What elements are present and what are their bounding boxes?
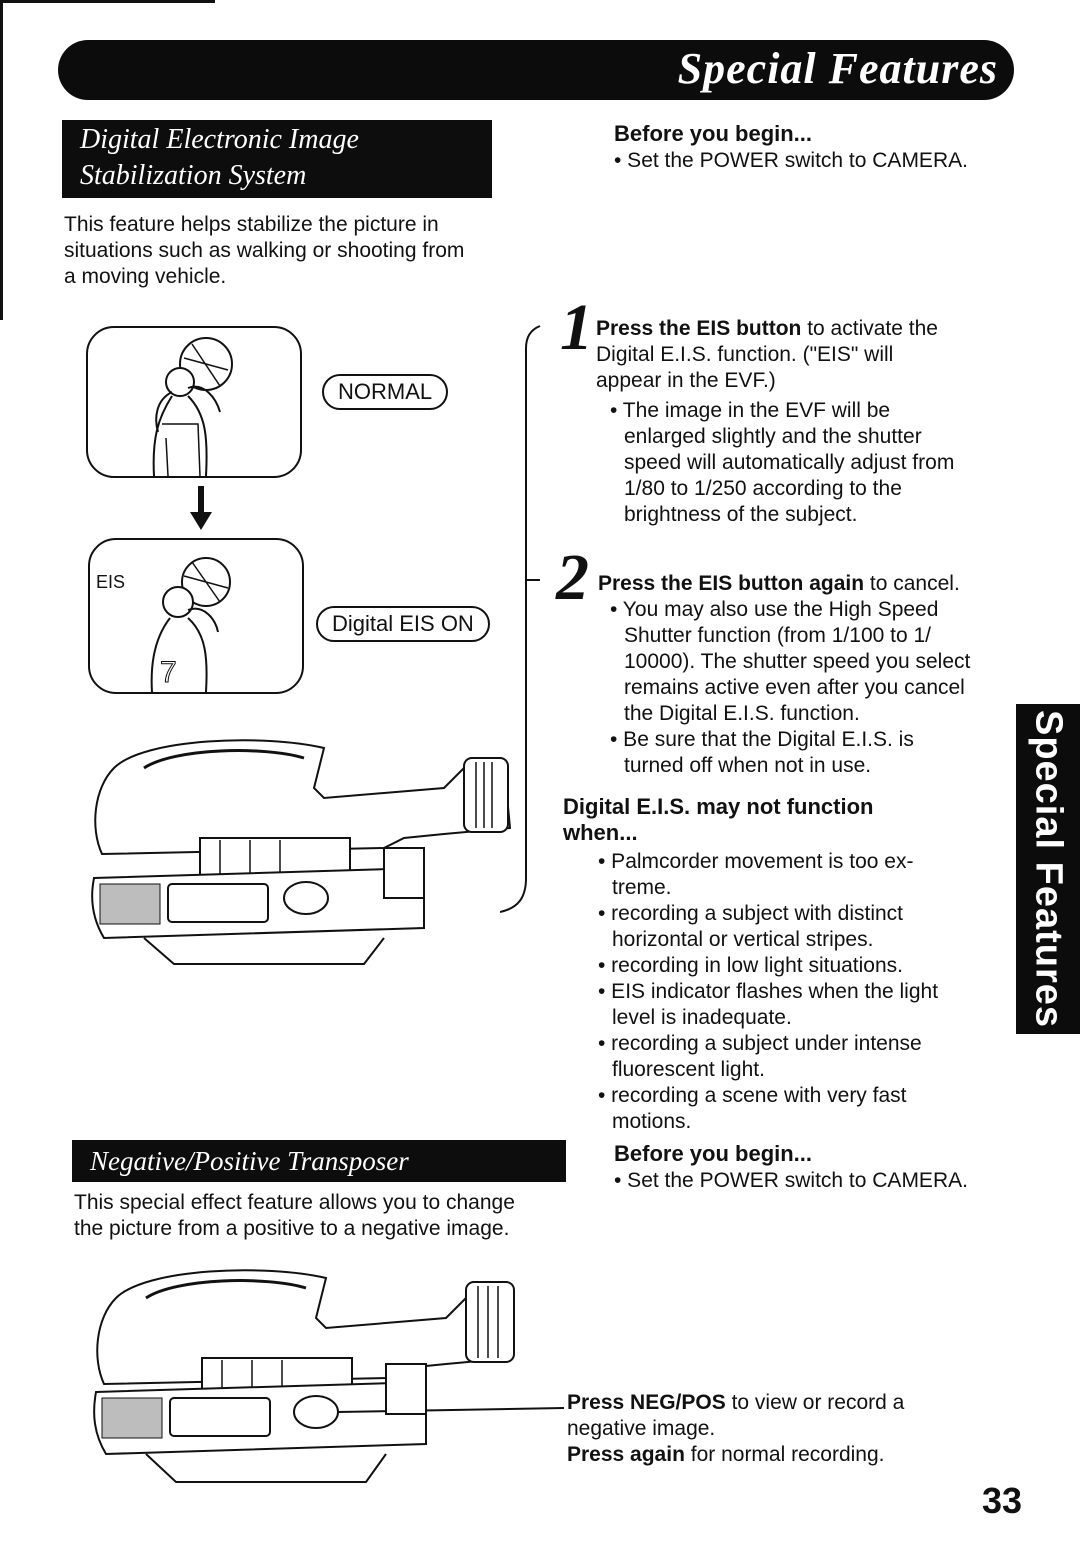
list-item-line: • recording a scene with very fast — [598, 1084, 907, 1107]
step-1-bullet-line: • The image in the EVF will be — [610, 399, 891, 422]
step-2-text: Press the EIS button again to cancel. — [598, 571, 1018, 597]
step-2-number: 2 — [556, 541, 589, 614]
step-2-bullets: • You may also use the High Speed Shutte… — [610, 597, 1010, 779]
eis-intro-line: a moving vehicle. — [64, 265, 227, 288]
not-function-heading: Digital E.I.S. may not function when... — [563, 794, 983, 846]
list-item-line: motions. — [612, 1110, 692, 1133]
eis-intro-line: This feature helps stabilize the picture… — [64, 213, 439, 236]
list-item-line: treme. — [612, 876, 672, 899]
list-item: • EIS indicator flashes when the light l… — [598, 979, 998, 1031]
svg-text:7: 7 — [160, 656, 177, 689]
step-1-line: appear in the EVF.) — [596, 369, 776, 392]
camcorder-negpos-button-illustration — [93, 1269, 565, 1483]
top-left-rule — [0, 0, 215, 3]
step-2-bold: Press the EIS button again — [598, 572, 865, 595]
list-item-line: • Palmcorder movement is too ex- — [598, 850, 914, 873]
list-item-line: • recording a subject with distinct — [598, 902, 903, 925]
neg-intro-line: This special effect feature allows you t… — [74, 1191, 515, 1214]
eis-section-title-line2: Stabilization System — [80, 160, 307, 191]
side-section-tab: Special Features — [1016, 704, 1080, 1034]
before-you-begin-heading: Before you begin... — [614, 121, 813, 146]
neg-pos-instructions: Press NEG/POS to view or record a negati… — [567, 1390, 987, 1468]
step-2-bullet-line: • Be sure that the Digital E.I.S. is — [610, 728, 914, 751]
camcorder-eis-button-illustration — [91, 739, 512, 965]
eis-section-title-line1: Digital Electronic Image — [80, 124, 359, 155]
eis-viewfinder-frame: 7 — [88, 538, 304, 694]
step-1-bullet-line: brightness of the subject. — [624, 503, 858, 526]
eis-intro-text: This feature helps stabilize the picture… — [64, 212, 534, 290]
step-2-bullet-line: turned off when not in use. — [624, 754, 872, 777]
header-bar — [58, 40, 1014, 100]
side-tab-label: Special Features — [1027, 709, 1070, 1029]
before-you-begin-item-2: • Set the POWER switch to CAMERA. — [614, 1169, 968, 1192]
left-edge-rule — [0, 0, 3, 320]
list-item-line: horizontal or vertical stripes. — [612, 928, 874, 951]
list-item-line: • recording in low light situations. — [598, 954, 904, 977]
page-number: 33 — [982, 1480, 1023, 1521]
page-title: Special Features — [677, 44, 998, 93]
neg-pos-line: negative image. — [567, 1417, 716, 1440]
step-1-bullet-line: 1/80 to 1/250 according to the — [624, 477, 902, 500]
step-2-bullet-line: 10000). The shutter speed you select — [624, 650, 971, 673]
step-1-bullet-line: enlarged slightly and the shutter — [624, 425, 922, 448]
step-2-bullet-line: remains active even after you cancel — [624, 676, 965, 699]
list-item-line: fluorescent light. — [612, 1058, 765, 1081]
list-item: • recording a scene with very fast motio… — [598, 1083, 998, 1135]
player-figure-icon — [152, 337, 233, 477]
neg-intro-text: This special effect feature allows you t… — [74, 1190, 594, 1242]
press-again-bold: Press again — [567, 1443, 685, 1466]
step-2-bullet-line: the Digital E.I.S. function. — [624, 702, 860, 725]
step-2-bullet-line: • You may also use the High Speed — [610, 598, 939, 621]
list-item: • recording a subject with distinct hori… — [598, 901, 998, 953]
list-item: • recording a subject under intense fluo… — [598, 1031, 998, 1083]
eis-section-title-box: Digital Electronic Image Stabilization S… — [62, 120, 492, 198]
step-1-bullet: • The image in the EVF will be enlarged … — [610, 398, 1000, 528]
list-item-line: • recording a subject under intense — [598, 1032, 922, 1055]
neg-pos-rest: to view or record a — [725, 1391, 905, 1414]
list-item-line: level is inadequate. — [612, 1006, 792, 1029]
list-item-line: • EIS indicator flashes when the light — [598, 980, 939, 1003]
not-function-heading-line: Digital E.I.S. may not function — [563, 794, 874, 819]
normal-mode-label: NORMAL — [322, 374, 449, 410]
step-1-number: 1 — [560, 291, 593, 364]
step-2-bullet-line: Shutter function (from 1/100 to 1/ — [624, 624, 932, 647]
list-item: • recording in low light situations. — [598, 953, 998, 979]
step-1-text: Press the EIS button to activate the Dig… — [596, 316, 996, 394]
step-bracket-line — [500, 325, 541, 913]
normal-viewfinder-frame — [86, 326, 302, 478]
press-again-rest: for normal recording. — [684, 1443, 885, 1466]
neg-section-title: Negative/Positive Transposer — [90, 1146, 409, 1176]
digital-eis-on-label: Digital EIS ON — [316, 606, 490, 642]
neg-pos-bold: Press NEG/POS — [567, 1391, 726, 1414]
arrow-down-icon — [190, 486, 212, 530]
before-you-begin-heading-2: Before you begin... — [614, 1141, 813, 1166]
not-function-heading-line: when... — [563, 820, 638, 845]
neg-section-title-box: Negative/Positive Transposer — [72, 1140, 566, 1182]
list-item: • Palmcorder movement is too ex- treme. — [598, 849, 998, 901]
step-1-bold: Press the EIS button — [596, 317, 802, 340]
eis-intro-line: situations such as walking or shooting f… — [64, 239, 465, 262]
neg-intro-line: the picture from a positive to a negativ… — [74, 1217, 510, 1240]
step-1-bullet-line: speed will automatically adjust from — [624, 451, 955, 474]
eis-indicator-label: EIS — [96, 572, 126, 592]
not-function-list: • Palmcorder movement is too ex- treme. … — [598, 849, 998, 1135]
step-1-line: Digital E.I.S. function. ("EIS" will — [596, 343, 894, 366]
step-2-rest: to cancel. — [864, 572, 960, 595]
step-1-rest: to activate the — [801, 317, 938, 340]
player-figure-enlarged-icon: 7 — [150, 557, 231, 693]
before-you-begin-item: • Set the POWER switch to CAMERA. — [614, 149, 968, 172]
